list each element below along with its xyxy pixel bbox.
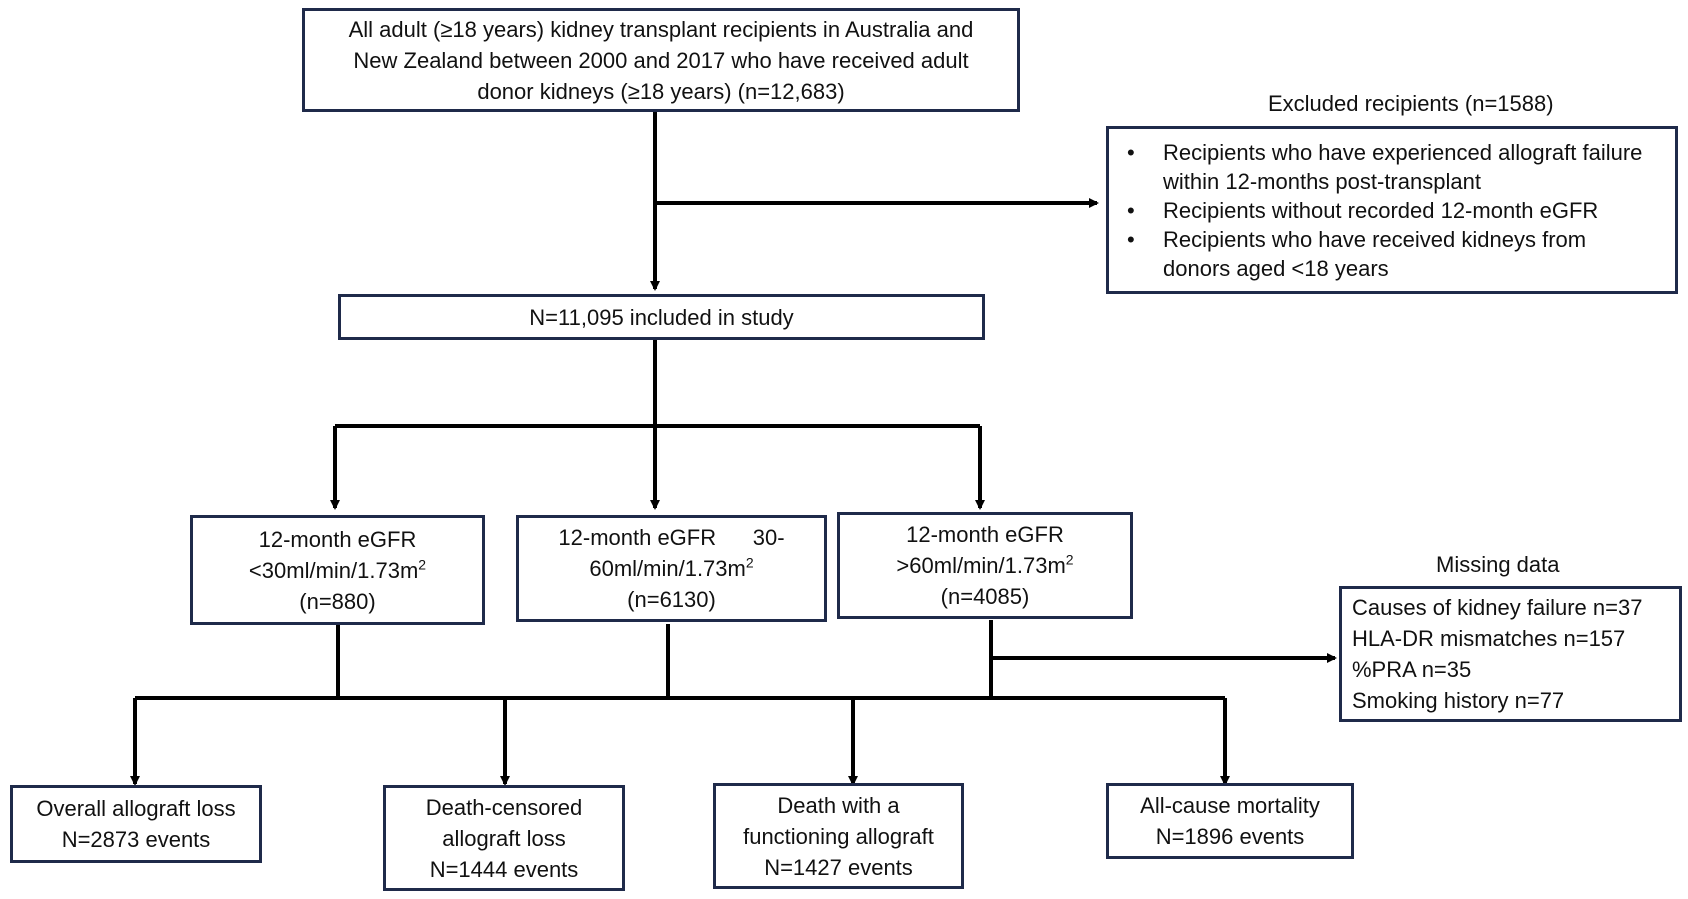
missing-item-3: %PRA n=35: [1352, 657, 1472, 682]
excluded-item-3: Recipients who have received kidneys fro…: [1117, 225, 1642, 283]
excluded-box: Recipients who have experienced allograf…: [1106, 126, 1678, 294]
outcome-2-box: Death-censored allograft loss N=1444 eve…: [383, 785, 625, 891]
excluded-title: Excluded recipients (n=1588): [1268, 91, 1554, 116]
excluded-item-2: Recipients without recorded 12-month eGF…: [1117, 196, 1642, 225]
included-box: N=11,095 included in study: [338, 294, 985, 340]
egfr-group-3-box: 12-month eGFR >60ml/min/1.73m2 (n=4085): [837, 512, 1133, 619]
cohort-line-1: All adult (≥18 years) kidney transplant …: [348, 16, 974, 42]
outcome-3-box: Death with a functioning allograft N=142…: [713, 783, 964, 889]
cohort-line-2: New Zealand between 2000 and 2017 who ha…: [353, 47, 969, 73]
missing-item-4: Smoking history n=77: [1352, 688, 1565, 713]
excluded-item-1: Recipients who have experienced allograf…: [1117, 138, 1642, 196]
egfr-group-2-box: 12-month eGFR 30- 60ml/min/1.73m2 (n=613…: [516, 515, 827, 622]
missing-item-1: Causes of kidney failure n=37: [1352, 595, 1643, 620]
outcome-1-box: Overall allograft loss N=2873 events: [10, 785, 262, 863]
included-text: N=11,095 included in study: [529, 304, 794, 330]
excluded-list: Recipients who have experienced allograf…: [1109, 138, 1642, 283]
cohort-box: All adult (≥18 years) kidney transplant …: [302, 8, 1020, 112]
missing-title: Missing data: [1436, 552, 1560, 577]
cohort-line-3: donor kidneys (≥18 years) (n=12,683): [477, 78, 845, 104]
outcome-4-box: All-cause mortality N=1896 events: [1106, 783, 1354, 859]
missing-box: Causes of kidney failure n=37 HLA-DR mis…: [1339, 586, 1682, 722]
missing-item-2: HLA-DR mismatches n=157: [1352, 626, 1626, 651]
egfr-group-1-box: 12-month eGFR <30ml/min/1.73m2 (n=880): [190, 515, 485, 625]
